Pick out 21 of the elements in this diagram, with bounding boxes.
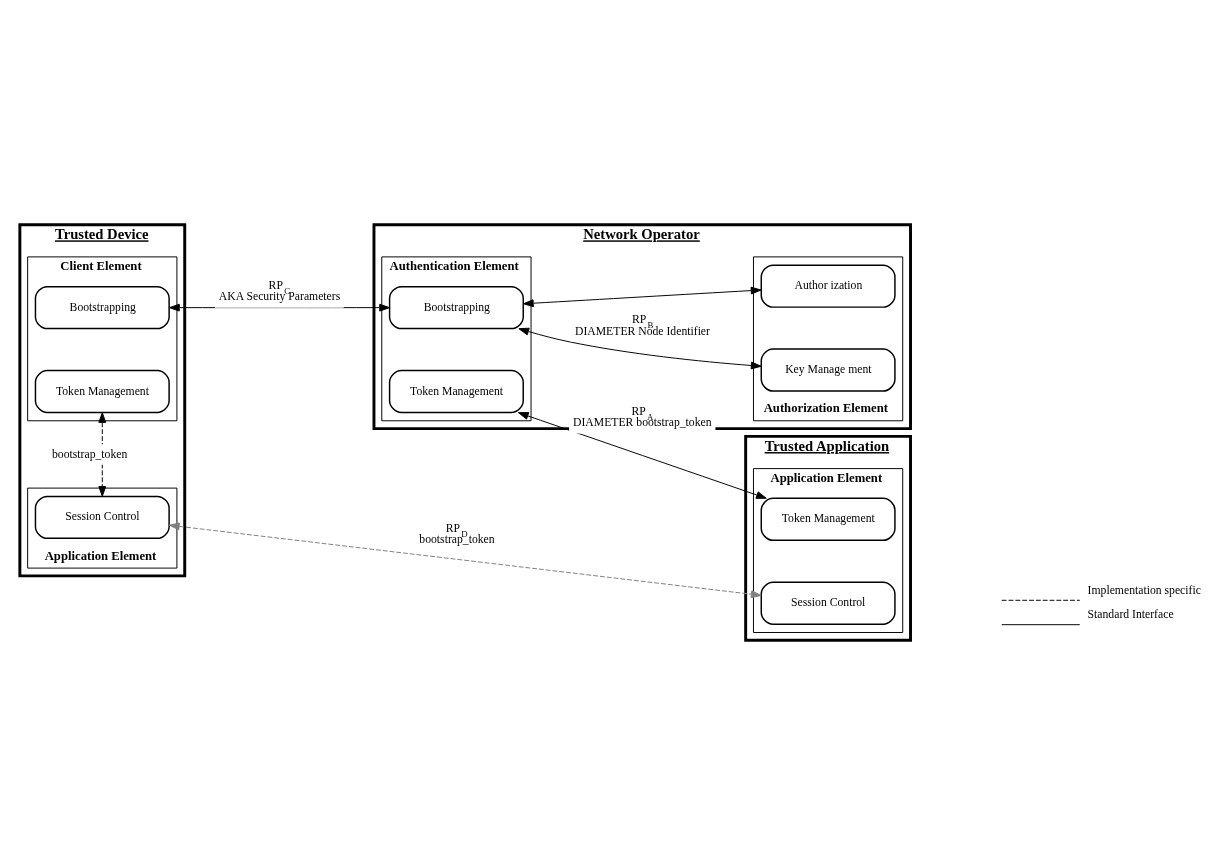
node-box: Author ization	[760, 264, 896, 308]
arrow	[517, 412, 767, 499]
node-box: Token Management	[388, 369, 524, 414]
node-box: Session Control	[34, 495, 170, 540]
arrow	[518, 327, 762, 370]
node-box: Session Control	[760, 581, 896, 625]
node-box: Token Management	[760, 497, 896, 542]
edge-label: RP$_{B}$ DIAMETER Node Identifier	[574, 312, 710, 338]
legend-label: Standard Interface	[1087, 608, 1174, 622]
node-box: Token Management	[34, 369, 170, 414]
arrow	[523, 286, 762, 308]
node-box: Key Manage ment	[760, 348, 896, 392]
edge-label: RP$_{A}$ DIAMETER bootstrap_token	[572, 404, 712, 430]
edge-label: RP$_{D}$ bootstrap_token	[419, 521, 495, 547]
edge-label: RP$_{C}$ AKA Security Parameters	[218, 278, 341, 304]
node-box: Bootstrapping	[388, 285, 524, 330]
arrow	[98, 412, 107, 497]
legend-label: Implementation specific	[1087, 584, 1201, 598]
arrow	[168, 522, 762, 599]
edge-label: bootstrap_token	[52, 447, 128, 461]
node-box: Bootstrapping	[34, 285, 170, 330]
